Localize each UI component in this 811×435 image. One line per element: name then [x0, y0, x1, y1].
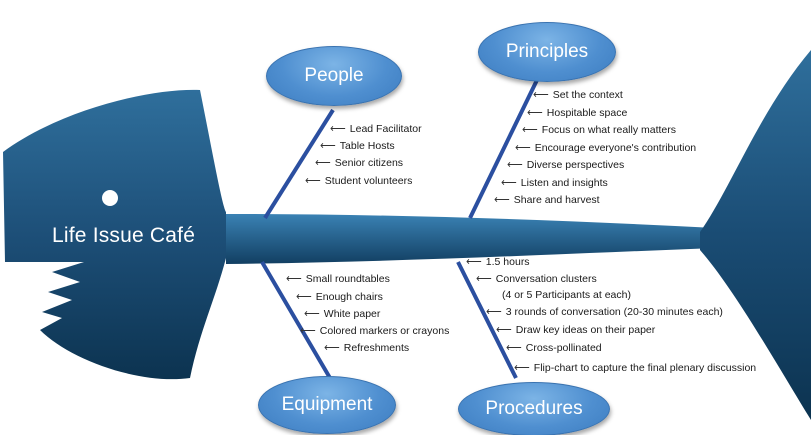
fish-eye [102, 190, 118, 206]
principles-item: ⟵Diverse perspectives [507, 159, 625, 171]
arrow-icon: ⟵ [496, 324, 512, 336]
fish-tail [700, 50, 811, 420]
people-item: ⟵Student volunteers [305, 175, 413, 187]
people-item: ⟵Senior citizens [315, 157, 404, 169]
fish-spine [226, 214, 740, 264]
arrow-icon: ⟵ [527, 107, 543, 119]
principles-item: ⟵Listen and insights [501, 177, 608, 189]
arrow-icon: ⟵ [522, 124, 538, 136]
arrow-icon: ⟵ [315, 157, 331, 169]
principles-item: ⟵Focus on what really matters [522, 124, 676, 136]
bone-equipment [260, 260, 332, 380]
arrow-icon: ⟵ [494, 194, 510, 206]
bone-principles [468, 79, 539, 219]
procedures-item: ⟵3 rounds of conversation (20-30 minutes… [486, 306, 723, 318]
arrow-icon: ⟵ [533, 89, 549, 101]
people-item: ⟵Table Hosts [320, 140, 395, 152]
arrow-icon: ⟵ [501, 177, 517, 189]
equipment-item: ⟵Refreshments [324, 342, 410, 354]
arrow-icon: ⟵ [330, 123, 346, 135]
arrow-icon: ⟵ [320, 140, 336, 152]
bone-procedures [456, 261, 518, 379]
principles-item: ⟵Hospitable space [527, 107, 628, 119]
category-people: People [266, 46, 402, 106]
people-item: ⟵Lead Facilitator [330, 123, 422, 135]
procedures-item: ⟵Cross-pollinated [506, 342, 602, 354]
principles-item: ⟵Share and harvest [494, 194, 600, 206]
arrow-icon: ⟵ [305, 175, 321, 187]
arrow-icon: ⟵ [476, 273, 492, 285]
fish-head [3, 89, 226, 380]
arrow-icon: ⟵ [486, 306, 502, 318]
category-procedures: Procedures [458, 382, 610, 435]
arrow-icon: ⟵ [514, 362, 530, 374]
bone-people [263, 108, 335, 220]
arrow-icon: ⟵ [466, 256, 482, 268]
procedures-item: ⟵Conversation clusters [476, 273, 597, 285]
arrow-icon: ⟵ [304, 308, 320, 320]
procedures-item: ⟵Draw key ideas on their paper [496, 324, 656, 336]
equipment-item: ⟵Colored markers or crayons [300, 325, 450, 337]
procedures-item: ⟵1.5 hours [466, 256, 530, 268]
principles-item: ⟵Encourage everyone's contribution [515, 142, 697, 154]
category-principles: Principles [478, 22, 616, 82]
diagram-title: Life Issue Café [52, 224, 196, 247]
arrow-icon: ⟵ [300, 325, 316, 337]
arrow-icon: ⟵ [515, 142, 531, 154]
procedures-item: (4 or 5 Participants at each) [502, 289, 631, 301]
arrow-icon: ⟵ [324, 342, 340, 354]
arrow-icon: ⟵ [286, 273, 302, 285]
arrow-icon: ⟵ [506, 342, 522, 354]
principles-item: ⟵Set the context [533, 89, 623, 101]
procedures-item: ⟵Flip-chart to capture the final plenary… [514, 362, 757, 374]
equipment-item: ⟵White paper [304, 308, 381, 320]
arrow-icon: ⟵ [296, 291, 312, 303]
arrow-icon: ⟵ [507, 159, 523, 171]
equipment-item: ⟵Enough chairs [296, 291, 383, 303]
equipment-item: ⟵Small roundtables [286, 273, 390, 285]
category-equipment: Equipment [258, 376, 396, 434]
